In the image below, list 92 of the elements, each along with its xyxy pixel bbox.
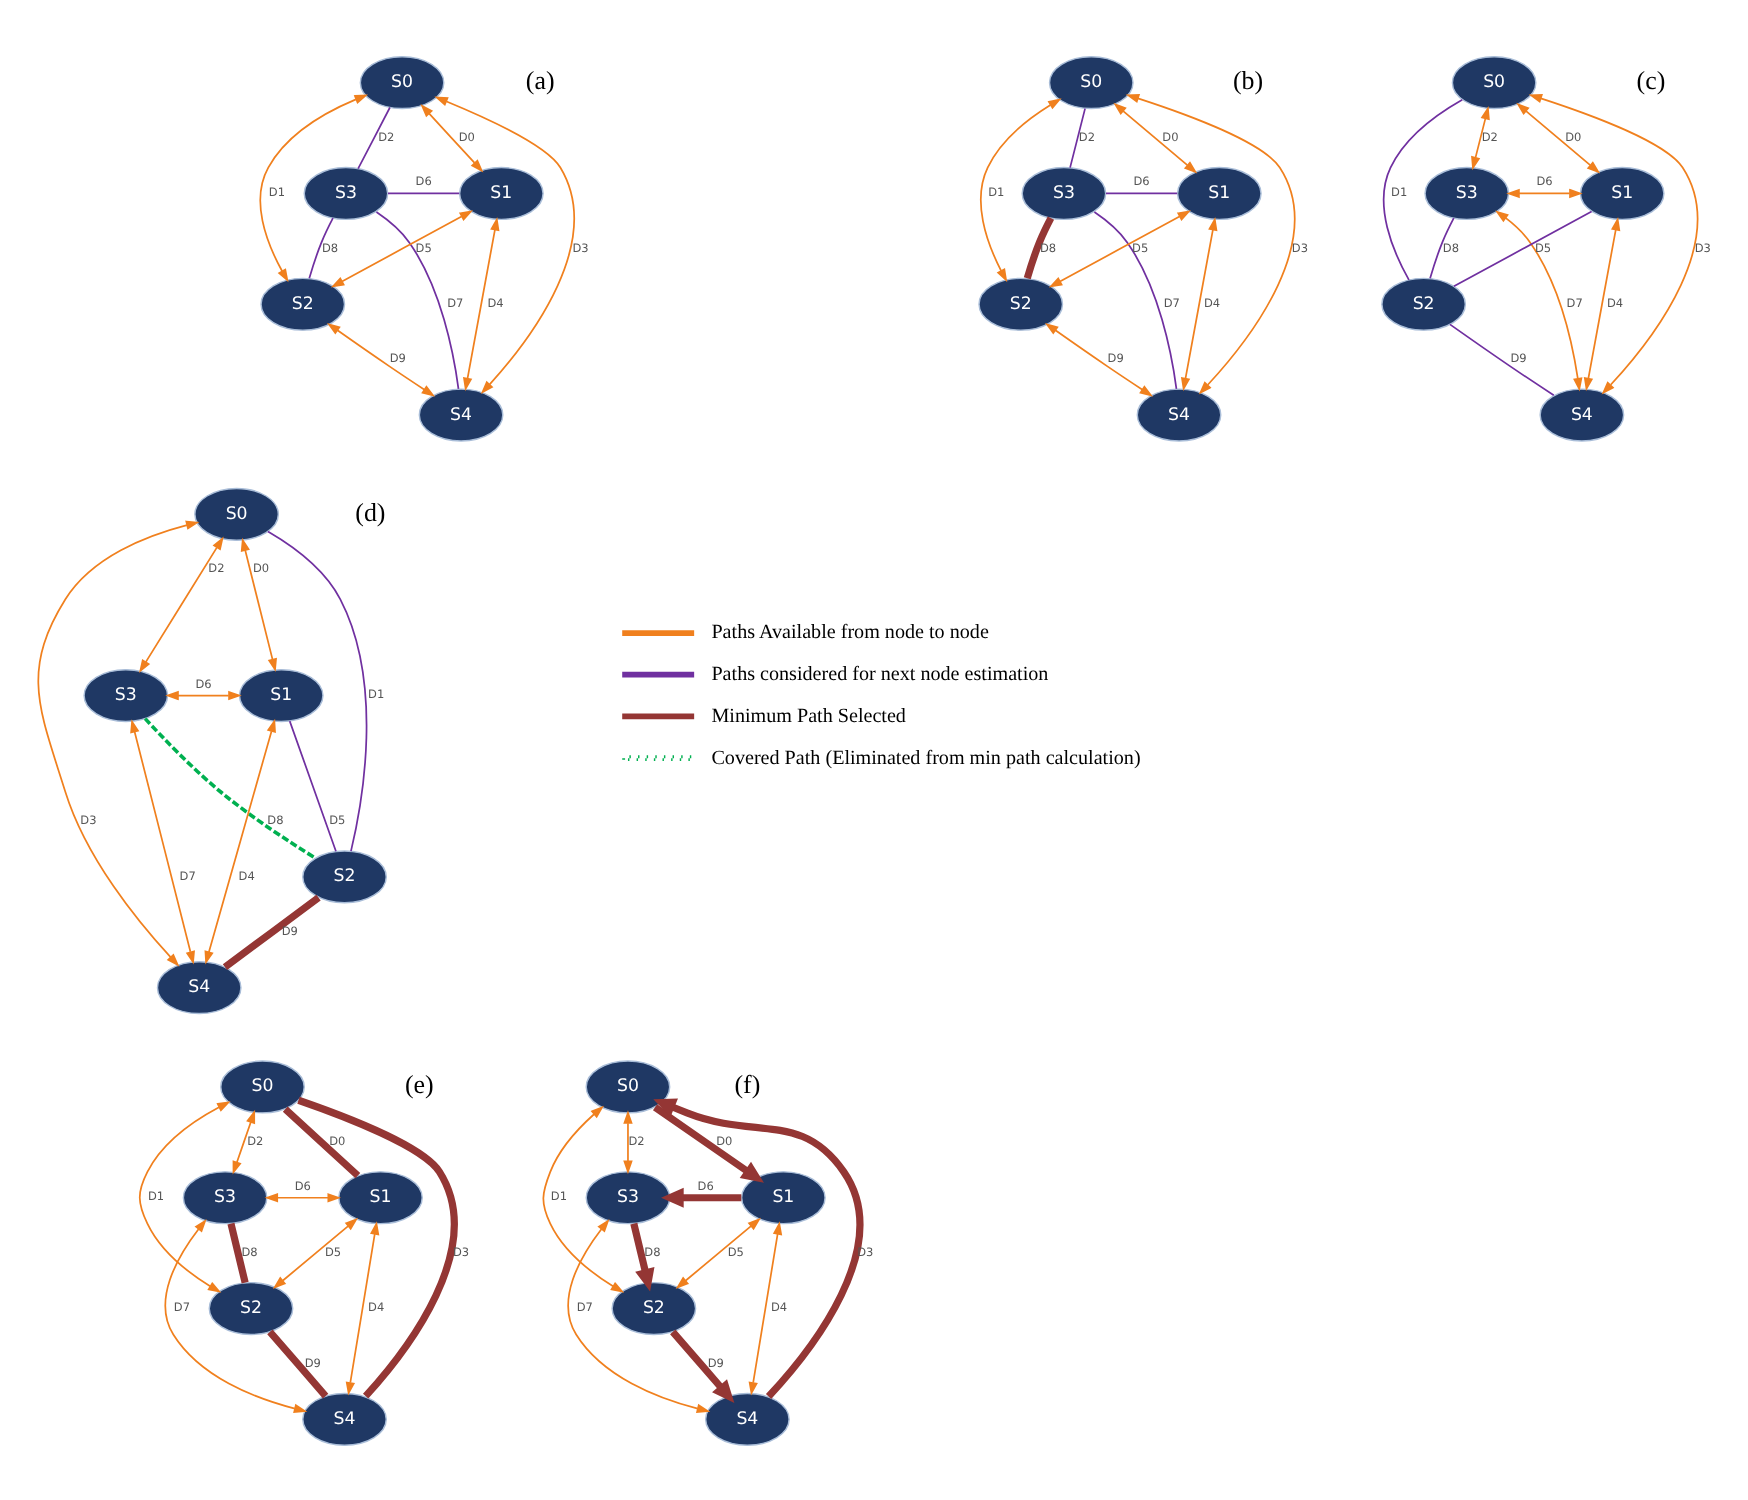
label: (e) xyxy=(404,1068,434,1099)
node-ellipse: S3 xyxy=(585,1170,671,1224)
node-ellipse: S3 xyxy=(1021,165,1107,220)
node-ellipse: S3 xyxy=(182,1170,268,1224)
node-ellipse: S0 xyxy=(194,486,280,540)
connector xyxy=(282,1105,361,1178)
connector xyxy=(267,529,368,852)
arrow xyxy=(1506,187,1583,198)
node-ellipse: S0 xyxy=(220,1059,305,1113)
arrow xyxy=(1125,93,1296,394)
connector xyxy=(1382,97,1464,280)
legend-label: Paths Available from node to node xyxy=(711,621,989,644)
arrow xyxy=(1471,105,1490,170)
connector xyxy=(1429,216,1455,279)
connector xyxy=(1093,210,1178,389)
arrow xyxy=(434,95,575,394)
arrow xyxy=(1516,101,1601,173)
label: (f) xyxy=(734,1068,761,1099)
label: (c) xyxy=(1636,64,1666,95)
arrow xyxy=(630,1221,655,1291)
arrow xyxy=(653,1103,764,1182)
arrow xyxy=(653,1097,864,1398)
arrow xyxy=(623,1109,633,1174)
arrow xyxy=(567,1217,711,1413)
arrow xyxy=(139,535,224,672)
label: (a) xyxy=(525,64,555,95)
node-ellipse: S4 xyxy=(704,1391,790,1445)
arrow xyxy=(326,321,436,396)
connector xyxy=(308,216,334,279)
arrow xyxy=(1495,209,1583,391)
connector xyxy=(357,105,391,169)
connector xyxy=(143,716,317,859)
arrow xyxy=(420,103,484,172)
node-ellipse: S1 xyxy=(338,1170,423,1224)
arrow xyxy=(1044,321,1154,396)
node-ellipse: S4 xyxy=(302,1391,387,1445)
connector xyxy=(1449,322,1555,396)
arrow xyxy=(345,1220,380,1395)
node-ellipse: S3 xyxy=(303,165,389,220)
node-ellipse: S0 xyxy=(1451,55,1537,109)
node-ellipse: S1 xyxy=(1579,165,1665,220)
node-ellipse: S4 xyxy=(1539,387,1625,441)
label: (b) xyxy=(1233,64,1264,95)
node-ellipse: S4 xyxy=(418,387,504,441)
arrow xyxy=(330,209,474,287)
legend-label: Paths considered for next node estimation xyxy=(711,663,1049,686)
arrow xyxy=(979,97,1062,282)
node-ellipse: S1 xyxy=(740,1170,826,1224)
label: (d) xyxy=(355,495,386,526)
arrow xyxy=(1113,101,1198,173)
arrow xyxy=(670,1328,735,1402)
connector xyxy=(227,1221,249,1283)
arrow xyxy=(661,1186,742,1207)
node-ellipse: S4 xyxy=(156,960,242,1014)
arrow xyxy=(232,1108,256,1174)
arrow xyxy=(240,536,277,671)
connector xyxy=(375,210,460,389)
arrow xyxy=(748,1220,783,1395)
arrow xyxy=(1048,209,1191,287)
connector xyxy=(288,719,337,852)
connector xyxy=(267,1328,329,1398)
node-ellipse: S4 xyxy=(1136,387,1222,441)
connector xyxy=(1069,106,1086,168)
connector xyxy=(1453,209,1593,287)
node-ellipse: S0 xyxy=(585,1059,671,1113)
node-ellipse: S0 xyxy=(359,55,445,109)
connector xyxy=(1105,191,1179,194)
arrow xyxy=(204,717,276,964)
node-ellipse: S2 xyxy=(1381,276,1467,330)
arrow xyxy=(675,1216,761,1288)
legend-label: Minimum Path Selected xyxy=(711,704,906,727)
arrow xyxy=(138,1100,231,1292)
connector xyxy=(297,1095,458,1398)
connector xyxy=(1023,215,1055,279)
arrow xyxy=(1528,93,1699,394)
connector xyxy=(387,191,461,194)
arrow xyxy=(542,1104,625,1292)
arrow xyxy=(37,519,200,966)
node-ellipse: S2 xyxy=(302,849,387,903)
node-ellipse: S3 xyxy=(83,668,169,722)
arrow xyxy=(462,216,500,391)
arrow xyxy=(164,1217,308,1413)
arrow xyxy=(1180,216,1218,391)
arrow xyxy=(1583,216,1621,391)
arrow xyxy=(264,1192,341,1202)
connector xyxy=(222,893,321,969)
node-ellipse: S1 xyxy=(238,668,324,722)
arrow xyxy=(272,1216,359,1288)
arrow xyxy=(130,718,195,964)
arrow xyxy=(165,689,242,700)
legend-label: Covered Path (Eliminated from min path calculation) xyxy=(711,746,1141,769)
arrow xyxy=(259,93,369,282)
